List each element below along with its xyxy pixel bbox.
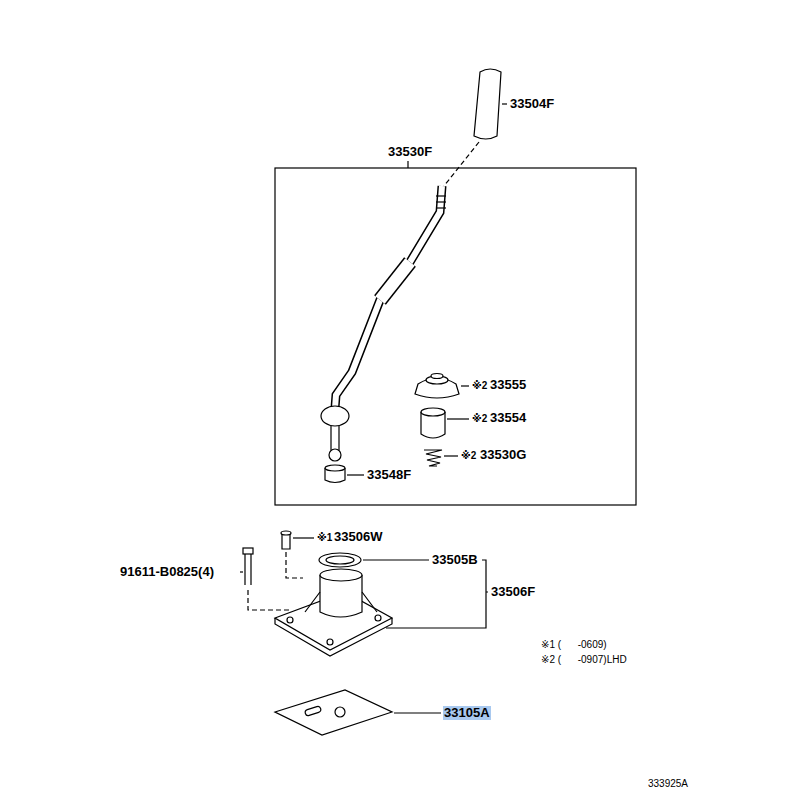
leader-line <box>293 537 314 538</box>
part-number: 91611-B0825(4) <box>120 565 214 579</box>
shift-knob <box>474 69 501 139</box>
boot <box>431 374 443 379</box>
housing-rib <box>305 592 377 612</box>
illustration-part <box>240 69 636 735</box>
lever-stem <box>331 426 339 450</box>
bolt <box>281 531 291 535</box>
leader-line <box>363 559 429 560</box>
seat <box>421 408 445 416</box>
leader-line <box>347 474 364 475</box>
seal-ring <box>319 553 361 567</box>
part-number: 33530G <box>480 448 526 462</box>
leader-line <box>444 455 458 456</box>
part-number: 33506F <box>491 585 535 599</box>
lever-grip <box>380 262 410 300</box>
thread <box>436 195 446 196</box>
part-number: 33105A <box>443 706 491 720</box>
thread <box>436 207 446 208</box>
part-number: 33504F <box>510 97 554 111</box>
leader-line <box>240 571 243 572</box>
note-marker: ※2 <box>472 413 487 424</box>
part-number: 33506W <box>334 530 382 544</box>
applicability-note: ※1 ( -0609) <box>541 639 607 650</box>
bushing <box>325 465 345 471</box>
bolt-hole <box>375 615 381 621</box>
note-marker: ※1 <box>317 532 332 543</box>
gasket-plate <box>275 690 392 735</box>
bolt-hole <box>327 639 333 645</box>
seal-ring <box>326 556 354 564</box>
bolt-hole <box>287 617 293 623</box>
thread <box>436 201 446 202</box>
part-number: 33548F <box>367 468 411 482</box>
lever-ball <box>321 406 349 426</box>
note-marker: ※2 <box>461 450 476 461</box>
assembly-frame <box>275 168 636 505</box>
plate-hole <box>335 707 345 717</box>
assembly-line <box>286 552 303 578</box>
bolt <box>243 548 253 554</box>
lever-rod <box>335 186 442 408</box>
note-marker: ※2 <box>472 380 487 391</box>
bolt <box>245 554 251 585</box>
leader-line <box>447 418 469 419</box>
lever-rod <box>335 186 442 408</box>
part-number: 33505B <box>432 553 478 567</box>
leader-line <box>486 591 488 592</box>
spring <box>424 450 442 466</box>
housing-tower <box>320 569 362 581</box>
lever-grip <box>380 262 410 300</box>
lever-tip <box>329 449 341 461</box>
part-number: 33530F <box>388 145 432 159</box>
housing-base <box>275 618 392 656</box>
plate-slot <box>304 706 321 717</box>
assembly-line <box>444 142 479 186</box>
leader-line <box>502 103 507 104</box>
leader-line <box>394 712 441 713</box>
leader-line <box>461 385 469 386</box>
figure-number: 333925A <box>648 778 688 789</box>
assembly-line <box>248 590 290 610</box>
applicability-note: ※2 ( -0907)LHD <box>541 654 627 665</box>
part-number: 33554 <box>490 411 526 425</box>
bracket-line <box>386 560 486 628</box>
leader-line <box>407 161 408 168</box>
part-number: 33555 <box>490 378 526 392</box>
